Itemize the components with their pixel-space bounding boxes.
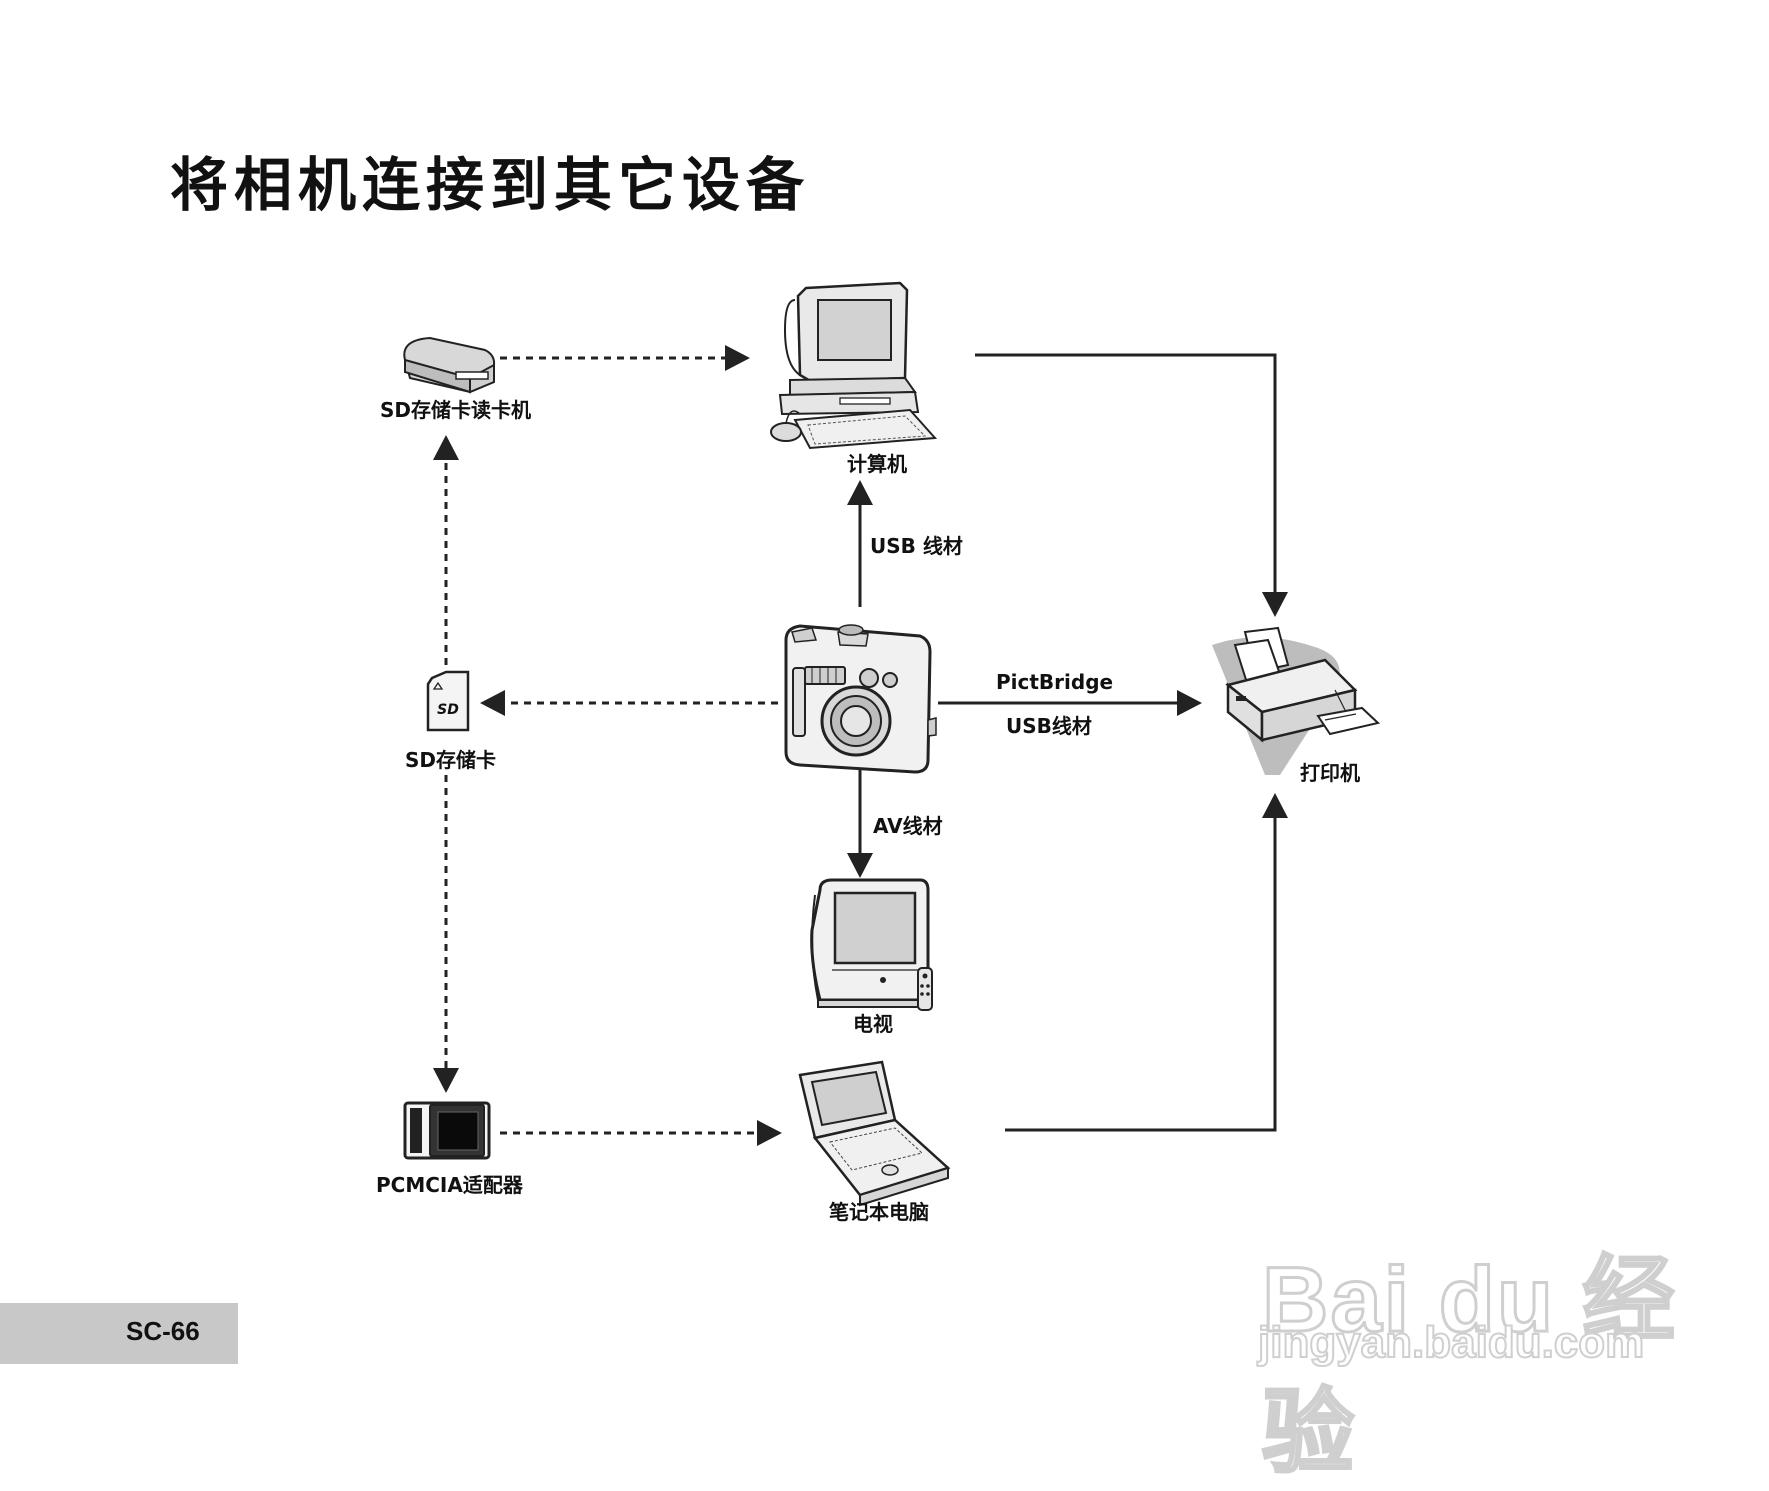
tv-icon	[810, 878, 933, 1011]
computer-icon	[770, 281, 938, 450]
pictbridge-label: PictBridge	[996, 670, 1114, 694]
sd-logo: SD	[437, 702, 459, 718]
sd-card-reader-icon	[403, 336, 496, 394]
page-number: SC-66	[126, 1316, 200, 1346]
computer-label: 计算机	[847, 452, 907, 476]
connector-camera-to-sdcard	[480, 690, 778, 716]
connector-camera-to-printer	[938, 690, 1202, 716]
usb-cable-label-printer: USB线材	[1006, 714, 1092, 738]
connector-computer-to-printer	[975, 353, 1288, 617]
printer-label: 打印机	[1300, 761, 1360, 785]
sd-card-icon: SD	[426, 670, 470, 732]
connector-camera-to-tv	[847, 760, 873, 878]
connector-pcmcia-to-laptop	[500, 1120, 782, 1146]
sd-card-reader-label: SD存储卡读卡机	[380, 398, 532, 422]
av-cable-label: AV线材	[873, 814, 943, 838]
connection-diagram: SD	[403, 281, 1381, 1207]
connector-sdcard-to-reader	[433, 435, 459, 665]
connector-laptop-to-printer	[1005, 793, 1288, 1132]
pcmcia-adapter-icon	[403, 1101, 491, 1160]
watermark-url: jingyan.baidu.com	[1257, 1317, 1645, 1368]
page-title: 将相机连接到其它设备	[170, 151, 811, 219]
sd-card-label: SD存储卡	[405, 748, 497, 772]
connector-camera-to-computer	[847, 480, 873, 607]
laptop-label: 笔记本电脑	[829, 1200, 929, 1224]
page-number-tab	[0, 1303, 238, 1364]
printer-icon	[1212, 626, 1381, 775]
connector-sdcard-to-pcmcia	[433, 775, 459, 1093]
laptop-icon	[798, 1060, 951, 1207]
pcmcia-label: PCMCIA适配器	[376, 1173, 523, 1197]
camera-icon	[784, 624, 937, 774]
tv-label: 电视	[853, 1012, 893, 1036]
usb-cable-label-computer: USB 线材	[870, 534, 963, 558]
connector-reader-to-computer	[500, 345, 750, 371]
